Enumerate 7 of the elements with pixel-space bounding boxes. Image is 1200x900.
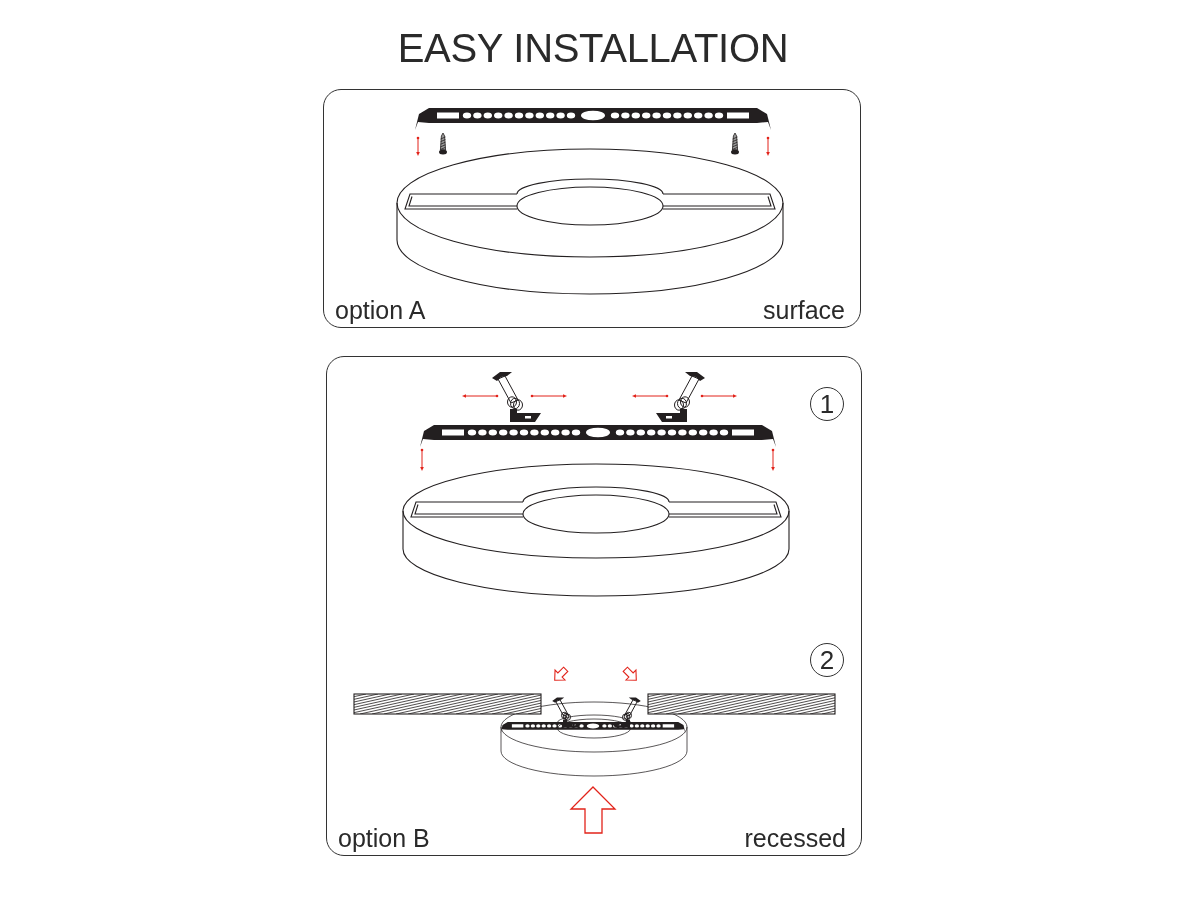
option-label: option A bbox=[335, 295, 426, 325]
mounting-type-label: recessed bbox=[744, 823, 846, 853]
option-panel bbox=[323, 89, 861, 328]
mounting-type-label: surface bbox=[763, 295, 845, 325]
option-label: option B bbox=[338, 823, 430, 853]
option-panel bbox=[326, 356, 862, 856]
diagram-title: EASY INSTALLATION bbox=[397, 26, 789, 70]
